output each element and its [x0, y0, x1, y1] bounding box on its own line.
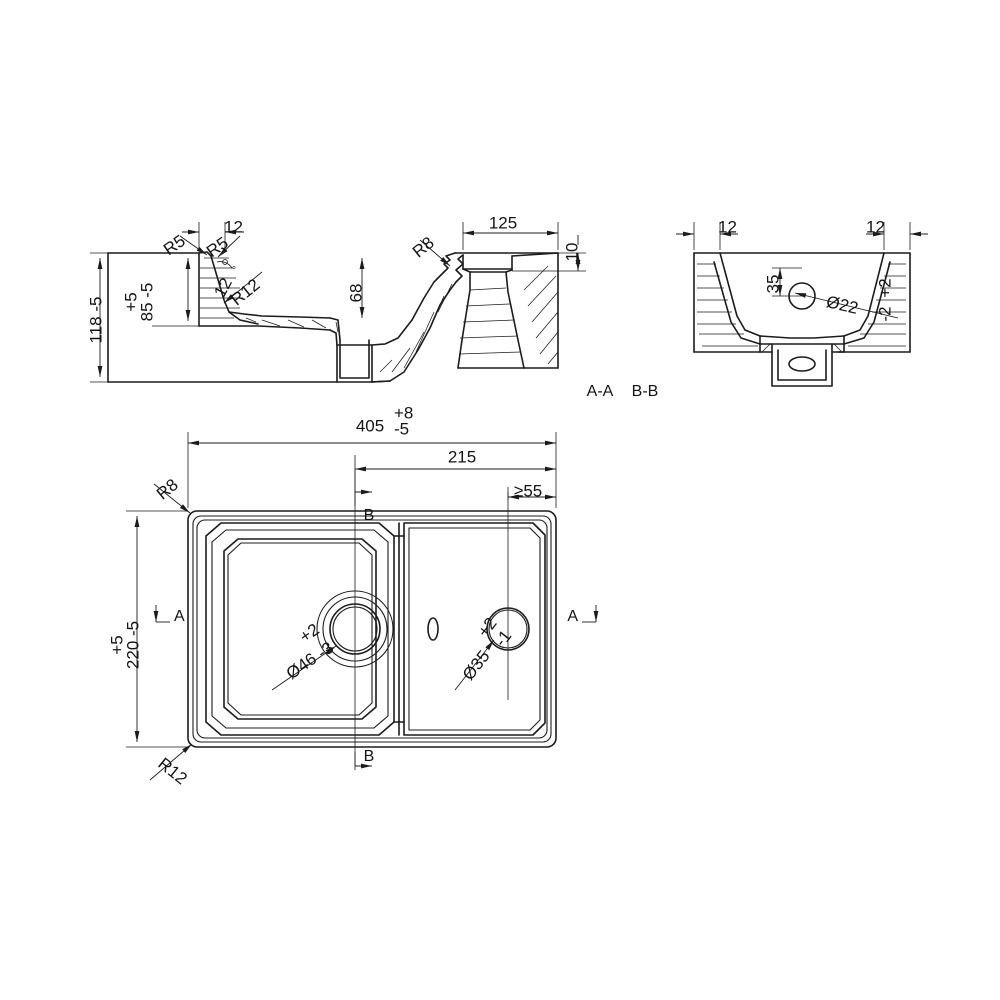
leader-r5-left: R5: [160, 231, 208, 259]
label-plan-r12: R12: [155, 754, 191, 788]
plan-main-bowl-floor: [223, 538, 377, 720]
section-mark-b-top: B: [354, 489, 375, 524]
label-waste-diameter: Ø46: [283, 649, 320, 683]
leader-plan-r12: R12: [149, 743, 193, 788]
leader-waste-diameter: Ø46 +2 -3: [271, 620, 337, 691]
label-section-b-bottom: B: [364, 748, 375, 765]
label-angle-unit: °: [232, 266, 236, 277]
dim-125-value: 125: [489, 213, 517, 232]
dim-220-value: 220 -5: [123, 621, 142, 669]
section-titles: A-A B-B: [587, 383, 659, 400]
label-plan-r8: R8: [153, 475, 182, 503]
plan-divider-rib: [393, 522, 405, 736]
leader-plan-r8: R8: [153, 475, 191, 514]
dim-85-value: 85 -5: [137, 283, 156, 322]
section-bb-view: 12 12 35 Ø22 +2 -2: [676, 217, 928, 387]
plan-rim-offset-2: [196, 519, 548, 739]
section-mark-b-bottom: B: [354, 748, 375, 769]
leader-r5-right: R5: [203, 233, 241, 261]
dim-10-drainer-depth: 10: [512, 235, 586, 272]
dim-bb-12-left: 12: [676, 217, 738, 250]
section-bb-hatching: [697, 263, 906, 353]
dim-bb-12-right: 12: [866, 217, 928, 250]
plan-main-bowl-step: [211, 529, 389, 729]
dim-68-value: 68: [346, 284, 365, 303]
plan-drainer-inner: [408, 527, 541, 731]
dim-220-width: +5 220 -5: [107, 510, 188, 748]
dim-35-value: 35: [763, 275, 782, 294]
plan-outer-rim: [187, 510, 557, 748]
label-section-a-left: A: [174, 608, 185, 625]
dim-12-rim-value: 12: [224, 217, 243, 236]
dim-405-length: 405 +8 -5: [187, 403, 557, 508]
dim-85-bowl-height: +5 85 -5: [121, 258, 199, 327]
leader-r8-drainer: R8: [409, 233, 451, 267]
dim-10-value: 10: [562, 243, 581, 262]
dim-405-value: 405: [356, 416, 384, 435]
dim-68-bowl-depth: 68: [346, 258, 365, 318]
section-bb-geometry: [693, 252, 911, 387]
plan-centre-lines: [354, 470, 509, 770]
dim-220-tol-upper: +5: [107, 635, 126, 654]
plan-main-bowl-floor-2: [227, 542, 373, 716]
label-r12-bowl: R12: [227, 275, 263, 309]
dim-bb-12-left-value: 12: [718, 217, 737, 236]
dim-12-rim-width: 12: [182, 217, 244, 250]
dim-405-tol-upper: +8: [394, 403, 413, 422]
label-section-a-right: A: [567, 608, 578, 625]
overflow-hole: 35: [763, 267, 816, 310]
plan-rim-offset-1: [192, 515, 552, 743]
section-title-aa: A-A: [587, 383, 614, 400]
section-aa-hatching: [200, 257, 559, 373]
label-overflow-diameter: Ø22: [824, 292, 860, 318]
plan-drainer-outer: [403, 522, 546, 736]
dim-min-55: ≥55: [507, 481, 556, 500]
dim-215-value: 215: [448, 447, 476, 466]
label-section-b-top: B: [364, 507, 375, 524]
label-r5-left: R5: [160, 231, 189, 259]
label-overflow-tol-lower: -2: [875, 306, 894, 321]
dim-125-drainer-width: 125: [462, 213, 559, 250]
label-overflow-tol-upper: +2: [875, 278, 894, 297]
plan-overflow-slot: [427, 617, 439, 641]
label-r8-drainer: R8: [409, 233, 438, 261]
section-aa-view: 118 -5 +5 85 -5 12 R5 R5: [86, 213, 586, 383]
section-title-bb: B-B: [632, 383, 659, 400]
plan-view: 405 +8 -5 215 ≥55 +5 220 -5 R8: [107, 403, 599, 788]
section-mark-a-left: A: [153, 605, 185, 625]
dim-405-tol-lower: -5: [394, 419, 409, 438]
dim-min-55-value: ≥55: [514, 481, 542, 500]
label-r5-right: R5: [203, 233, 232, 261]
dim-118-value: 118 -5: [86, 297, 105, 344]
dim-bb-12-right-value: 12: [866, 217, 885, 236]
dim-118-overall-height: 118 -5: [86, 252, 108, 383]
section-aa-geometry: [107, 251, 559, 383]
leader-tap-diameter: Ø35 +2 -1: [454, 614, 515, 691]
dim-85-tol-upper: +5: [121, 292, 140, 311]
section-mark-a-right: A: [567, 605, 599, 625]
